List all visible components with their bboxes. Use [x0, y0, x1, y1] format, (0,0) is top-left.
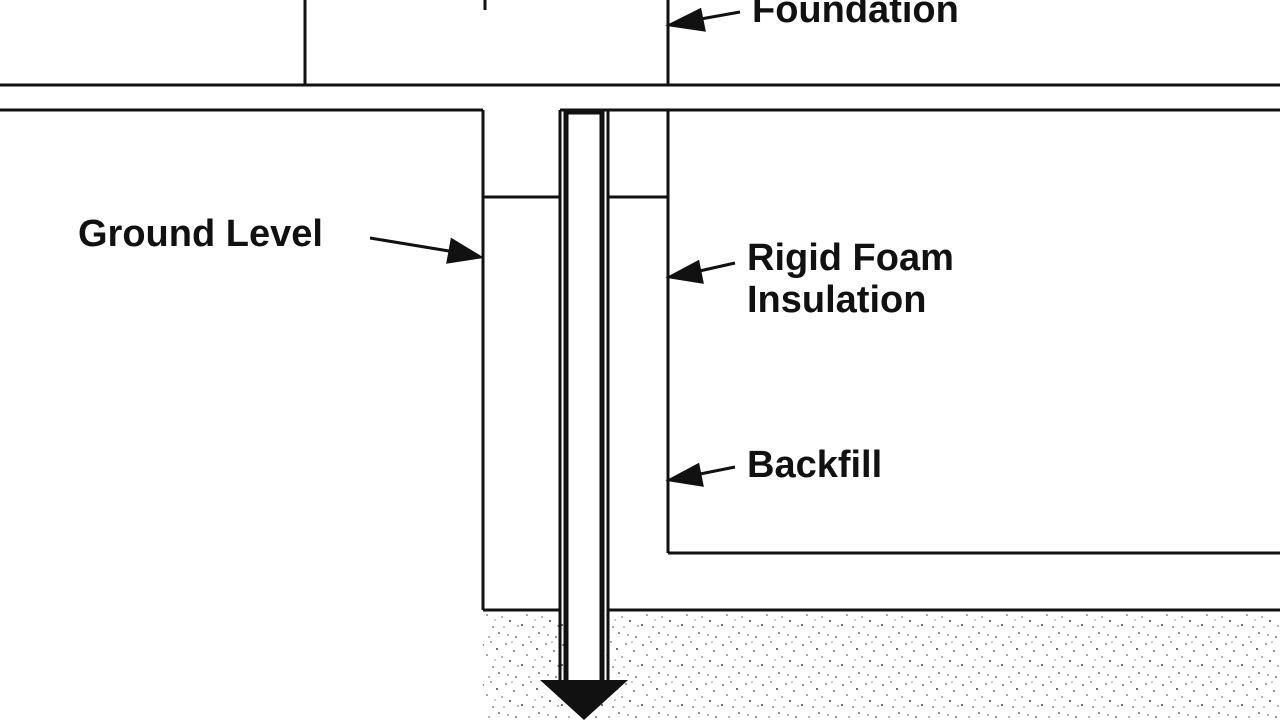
backfill-arrow-shaft	[694, 465, 736, 477]
gravel-region	[483, 612, 1280, 720]
ground-level-label: Ground Level	[78, 213, 323, 256]
foam-arrow-shaft	[694, 261, 736, 274]
rigid-foam-insulation-label: Rigid Foam Insulation	[747, 237, 954, 322]
foundation-label-text: Foundation	[752, 0, 959, 31]
ground-level-arrow-shaft	[369, 236, 456, 254]
foundation-label: Foundation	[752, 0, 959, 32]
rigid-foam-label-line1: Rigid Foam	[747, 237, 954, 279]
rigid-foam-label-line2: Insulation	[747, 278, 927, 321]
foundation-arrow-icon	[665, 7, 706, 32]
backfill-arrow-icon	[665, 462, 704, 487]
backfill-label: Backfill	[747, 444, 883, 487]
ground-level-arrow-icon	[446, 237, 485, 264]
down-arrow-icon	[540, 680, 628, 720]
ground-level-label-text: Ground Level	[78, 213, 323, 255]
backfill-label-text: Backfill	[747, 444, 883, 486]
pipe-inner	[563, 109, 605, 693]
foam-arrow-icon	[665, 259, 704, 284]
